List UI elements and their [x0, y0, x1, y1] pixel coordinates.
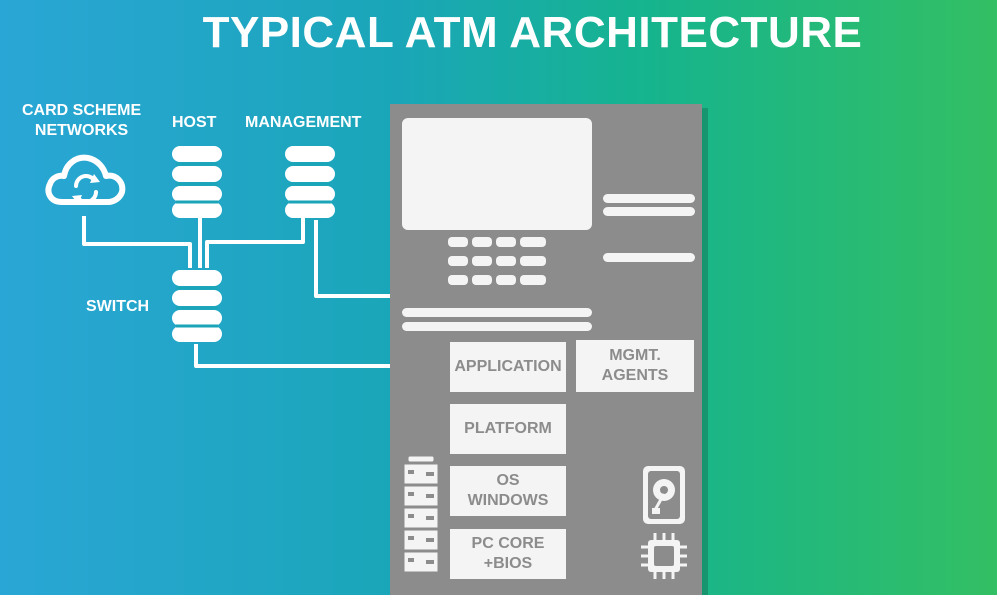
hard-drive-icon — [643, 466, 685, 524]
diagram-title: TYPICAL ATM ARCHITECTURE — [202, 8, 863, 57]
application-box: APPLICATION — [450, 342, 566, 392]
receipt-slot — [603, 207, 695, 216]
pc-core-bios-box: PC CORE +BIOS — [450, 529, 566, 579]
card-slot — [603, 194, 695, 203]
keypad-key — [520, 256, 546, 266]
keypad-key — [448, 256, 468, 266]
mgmt-agents-box: MGMT. AGENTS — [576, 340, 694, 392]
keypad-key — [520, 275, 546, 285]
cpu-chip-icon — [641, 533, 687, 579]
keypad-key — [448, 275, 468, 285]
switch-database-icon — [172, 270, 222, 342]
host-label: HOST — [172, 114, 217, 131]
os-windows-box: OS WINDOWS — [450, 466, 566, 516]
keypad-key — [496, 237, 516, 247]
keypad-key — [472, 275, 492, 285]
cloud-sync-icon — [45, 154, 126, 205]
host-database-icon — [172, 146, 222, 218]
keypad-key — [472, 237, 492, 247]
atm-screen — [402, 118, 592, 230]
keypad-key — [496, 275, 516, 285]
keypad-key — [520, 237, 546, 247]
printer-slot — [402, 308, 592, 317]
switch-label: SWITCH — [86, 298, 150, 315]
card-scheme-label: CARD SCHEME NETWORKS — [22, 102, 142, 139]
management-database-icon — [285, 146, 335, 218]
deposit-slot — [402, 322, 592, 331]
cash-slot — [603, 253, 695, 262]
server-rack-icon — [403, 456, 439, 573]
keypad-key — [496, 256, 516, 266]
management-label: MANAGEMENT — [245, 114, 362, 131]
keypad-key — [472, 256, 492, 266]
platform-box: PLATFORM — [450, 404, 566, 454]
keypad-key — [448, 237, 468, 247]
